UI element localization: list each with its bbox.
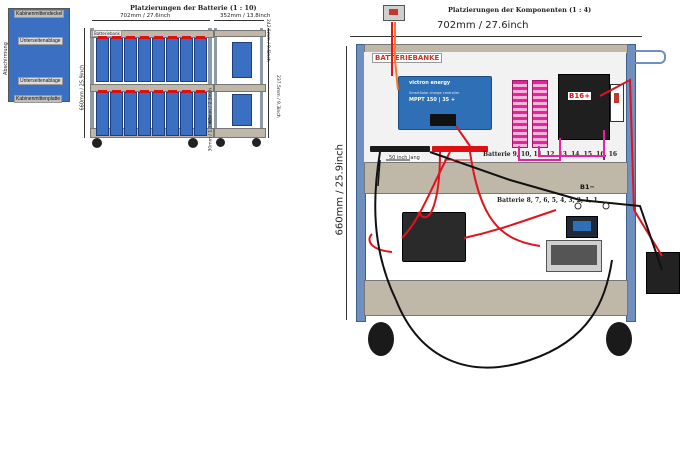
battery-label-upper: Batterie 9, 10, 11, 12, 13, 14, 15, 16, … <box>483 151 618 158</box>
cart-handle <box>634 50 666 64</box>
battery-terminal <box>168 36 177 39</box>
battery-terminal <box>154 36 163 39</box>
battery-terminal <box>182 36 191 39</box>
positive-busbar <box>432 146 488 152</box>
battery-terminal <box>154 90 163 93</box>
height-dimension-line <box>84 28 85 138</box>
width-dimension-line <box>92 20 210 21</box>
battery-label-lower: Batterie 8, 7, 6, 5, 4, 3, 2, 1, 1 <box>497 197 598 204</box>
busbar-note: 50 inch lang <box>388 155 421 161</box>
component-height-line <box>346 46 347 320</box>
battery-terminal <box>196 36 205 39</box>
component-width-line <box>350 36 642 37</box>
bms-box <box>558 74 610 140</box>
battery-terminal <box>126 36 135 39</box>
battery-panel-title: Platzierungen der Batterie (1 : 10) <box>130 4 257 12</box>
breaker <box>610 84 624 122</box>
battery-terminal <box>112 36 121 39</box>
battery-legend-diagram <box>8 8 70 102</box>
battery-terminal <box>140 90 149 93</box>
legend-bottom-label: Kabinenmittenplatte <box>14 95 63 103</box>
battery-terminal <box>168 90 177 93</box>
wheel-front-right <box>188 138 198 148</box>
wheel-front-left <box>92 138 102 148</box>
component-panel-title: Platzierungen der Komponenten (1 : 4) <box>448 6 592 14</box>
controller-brand: victron energy <box>409 80 451 86</box>
battery-terminal <box>182 90 191 93</box>
battery-terminal <box>196 90 205 93</box>
b16-label: B16+ <box>568 92 591 100</box>
battery-monitor <box>566 216 598 238</box>
side-width-dimension-label: 352mm / 13.8inch <box>220 13 271 19</box>
power-meter <box>546 240 602 272</box>
side-dimension-line-right <box>268 28 269 138</box>
legend-top-label: Kabinenmittendeckel <box>14 10 65 18</box>
controller-terminal-block <box>430 114 456 126</box>
battery-terminal <box>98 36 107 39</box>
wheel-right <box>606 322 632 356</box>
battery-terminal <box>112 90 121 93</box>
legend-upper-label: Unterseitenablage <box>18 37 63 45</box>
b1-label: B1− <box>580 183 595 191</box>
external-charger <box>646 252 680 294</box>
negative-busbar <box>370 146 430 152</box>
battery-terminal <box>126 90 135 93</box>
component-width-label: 702mm / 27.6inch <box>437 20 529 31</box>
wheel-left <box>368 322 394 356</box>
width-dimension-label: 702mm / 27.6inch <box>120 13 171 19</box>
solar-connector-box <box>383 5 405 21</box>
side-wheel-right <box>252 138 261 147</box>
bottom-shelf <box>364 280 628 316</box>
cart-side-view <box>214 28 266 138</box>
battery-terminal <box>140 36 149 39</box>
controller-model: MPPT 150 | 35 + <box>409 97 456 103</box>
brand-plate: BATTERIEBANKE <box>372 53 443 63</box>
legend-middle-label: Unterseitenablage <box>18 77 63 85</box>
side-width-dimension-line <box>214 20 264 21</box>
battery-terminal <box>98 90 107 93</box>
side-wheel-left <box>216 138 225 147</box>
middle-shelf <box>364 162 628 194</box>
controller-subtitle: SmartSolar charge controller <box>409 91 460 95</box>
